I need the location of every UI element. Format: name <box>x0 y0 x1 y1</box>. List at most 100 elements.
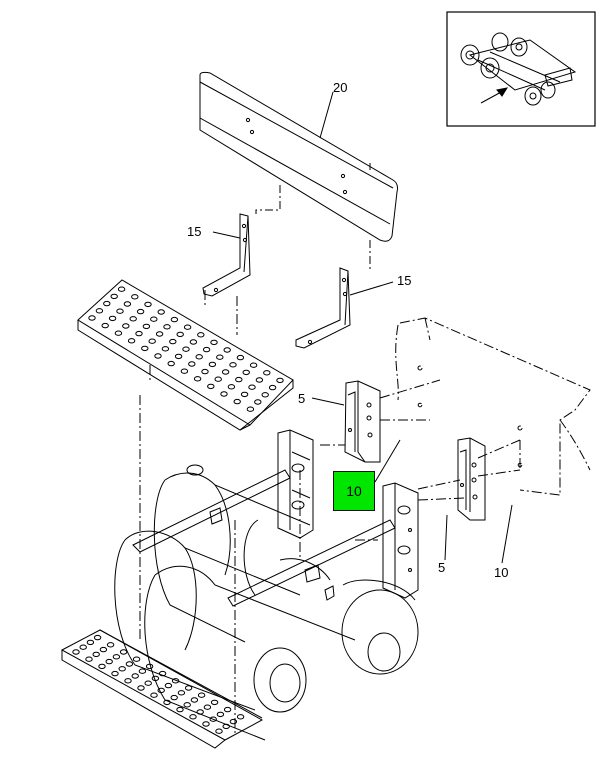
perforation-hole <box>189 339 198 345</box>
perforation-hole <box>193 376 202 382</box>
perforation-hole <box>169 338 177 345</box>
perforation-hole <box>222 723 230 730</box>
perforation-hole <box>117 286 126 292</box>
perforation-hole <box>138 668 147 674</box>
perforation-hole <box>142 323 151 330</box>
perforation-hole <box>95 308 104 314</box>
perforation-hole <box>157 687 165 694</box>
perforation-hole <box>223 706 232 713</box>
perforation-hole <box>195 354 203 360</box>
perforation-hole <box>79 644 87 650</box>
mounting-pillar-rear <box>277 429 314 539</box>
perforation-hole <box>122 323 130 329</box>
perforation-hole <box>163 699 171 706</box>
perforation-hole <box>201 368 209 375</box>
perforation-hole <box>236 714 245 720</box>
callout-20: 20 <box>333 80 347 95</box>
tank-middle <box>114 519 301 711</box>
inset-arrow <box>480 87 509 104</box>
perforation-hole <box>116 308 124 314</box>
perforation-hole <box>263 370 271 376</box>
perforation-hole <box>236 354 245 361</box>
perforation-hole <box>98 663 106 670</box>
perforation-hole <box>202 721 210 727</box>
perforation-hole <box>150 692 158 698</box>
part-15-bracket-right <box>295 267 351 349</box>
perforation-hole <box>112 654 121 660</box>
perforation-hole <box>150 316 158 322</box>
perforation-hole <box>131 294 139 300</box>
perforation-hole <box>171 678 180 684</box>
perforation-hole <box>92 651 100 658</box>
perforation-hole <box>249 362 258 368</box>
perforation-hole <box>190 697 199 703</box>
perforation-hole <box>216 711 225 718</box>
perforation-hole <box>174 353 183 360</box>
step-plate-holes-upper <box>88 286 284 412</box>
perforation-hole <box>208 361 217 368</box>
construction-lines <box>139 290 521 735</box>
perforation-hole <box>127 338 136 344</box>
perforation-hole <box>229 718 238 725</box>
perforation-hole <box>108 315 117 322</box>
perforation-hole <box>180 368 189 374</box>
perforation-hole <box>164 682 173 689</box>
perforation-hole <box>106 642 115 648</box>
perforation-hole <box>203 704 212 710</box>
part-20-cover-plate <box>199 71 398 270</box>
tank-front <box>144 558 419 741</box>
part-5-bracket-left <box>344 380 381 463</box>
callout-5-right: 5 <box>438 560 445 575</box>
perforation-hole <box>197 332 205 338</box>
perforation-hole <box>210 339 218 346</box>
perforation-hole <box>145 663 154 670</box>
perforation-hole <box>246 406 255 412</box>
perforation-hole <box>227 384 236 390</box>
perforation-hole <box>170 316 179 323</box>
perforation-hole <box>248 384 256 390</box>
tank-straps <box>132 469 396 607</box>
part-5-bracket-right <box>457 437 486 521</box>
perforation-hole <box>135 330 143 337</box>
perforation-hole <box>210 699 219 706</box>
tank-rear <box>153 464 311 643</box>
callout-15-right: 15 <box>397 273 411 288</box>
perforation-hole <box>207 383 215 390</box>
perforation-hole <box>214 376 222 382</box>
callout-10-right: 10 <box>494 565 508 580</box>
perforation-hole <box>221 369 230 375</box>
perforation-hole <box>223 347 231 353</box>
perforation-hole <box>197 692 206 698</box>
perforation-hole <box>167 360 175 367</box>
perforation-hole <box>110 293 118 300</box>
perforation-hole <box>254 399 262 405</box>
step-plate-lower <box>60 629 264 749</box>
perforation-hole <box>119 649 128 655</box>
perforation-hole <box>148 338 156 344</box>
perforation-hole <box>99 646 108 653</box>
perforation-hole <box>161 346 170 352</box>
perforation-hole <box>183 702 191 708</box>
perforation-hole <box>86 639 95 646</box>
mounting-pillar-front <box>382 482 419 599</box>
leader-lines <box>212 91 513 564</box>
perforation-hole <box>103 300 111 307</box>
perforation-hole <box>151 675 160 682</box>
perforation-hole <box>176 706 184 713</box>
perforation-hole <box>132 656 141 662</box>
callout-10-highlight[interactable]: 10 <box>333 471 375 511</box>
perforation-hole <box>154 353 162 359</box>
perforation-hole <box>155 331 164 337</box>
perforation-hole <box>183 324 192 330</box>
perforation-hole <box>123 301 132 307</box>
part-15-bracket-left <box>202 213 251 297</box>
inset-truck-frame <box>460 32 577 106</box>
perforation-hole <box>177 690 186 696</box>
perforation-hole <box>124 678 132 684</box>
perforation-hole <box>144 680 152 686</box>
perforation-hole <box>118 666 126 672</box>
perforation-hole <box>220 391 228 397</box>
perforation-hole <box>111 670 119 677</box>
step-plate-upper <box>77 279 294 431</box>
